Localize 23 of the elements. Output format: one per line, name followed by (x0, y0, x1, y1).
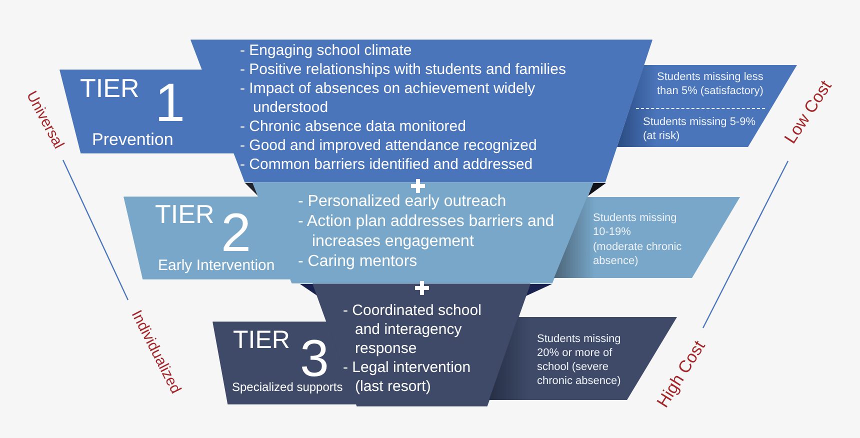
tier-subtitle: Prevention (92, 131, 174, 148)
bullet-item: - Impact of absences on achievement widely understood (240, 79, 536, 117)
bullet-item: - Good and improved attendance recognized (240, 136, 537, 155)
bullet-item: - Coordinated school and interagency response (343, 301, 482, 358)
bullet-item: - Action plan addresses barriers and increases engagement (298, 212, 556, 252)
bullet-item: - Engaging school climate (240, 41, 412, 60)
attendance-tab (554, 197, 740, 278)
attendance-note: Students missing 5-9% (at risk) (643, 115, 756, 143)
bullet-item: - Chronic absence data monitored (240, 117, 466, 136)
attendance-note: Students missing 20% or more of school (severe chronic absence) (537, 332, 622, 388)
tier-heading: TIER (80, 75, 140, 101)
tier-subtitle: Early Intervention (158, 258, 275, 273)
bullet-item: - Positive relationships with students and families (240, 60, 566, 79)
tier-number: 1 (155, 76, 186, 130)
bullet-item: - Caring mentors (298, 252, 418, 272)
bullet-item: - Common barriers identified and addressed (240, 155, 533, 174)
bullet-item: - Legal intervention (last resort) (343, 358, 472, 396)
tier-number: 2 (221, 206, 252, 260)
tier-heading: TIER (233, 328, 290, 353)
attendance-note: Students missing less than 5% (satisfactory) (657, 70, 764, 98)
bullet-item: - Personalized early outreach (298, 192, 506, 212)
attendance-note: Students missing 10-19% (moderate chronic absence) (593, 211, 683, 268)
tier-heading: TIER (155, 201, 214, 227)
